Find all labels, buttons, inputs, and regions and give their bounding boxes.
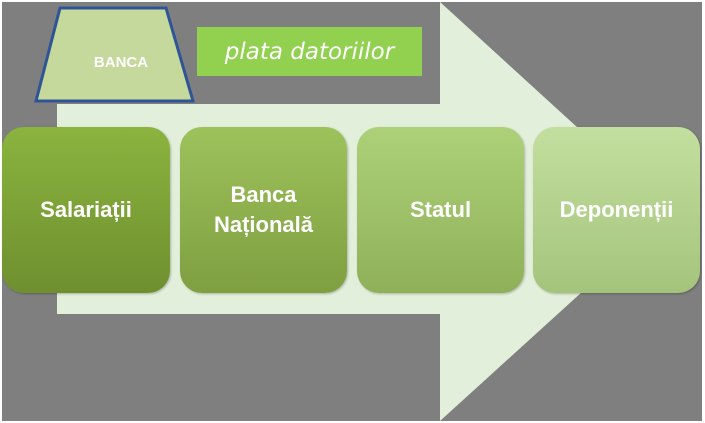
debt-payment-label: plata datoriilor [224,38,395,65]
step-label-state: Statul [409,197,472,222]
step-label-depositors: Deponenții [559,197,674,222]
debt-payment-box: plata datoriilor [197,27,422,76]
step-box-state: Statul [357,127,524,293]
step-label-national-bank: Banca Națională [213,182,314,237]
step-box-national-bank: Banca Națională [180,127,347,293]
bank-label: BANCA [93,54,149,71]
bank-trapezoid-shape [34,6,195,103]
step-box-employees: Salariații [2,127,170,293]
step-box-depositors: Deponenții [533,127,700,293]
step-label-employees: Salariații [40,197,132,222]
